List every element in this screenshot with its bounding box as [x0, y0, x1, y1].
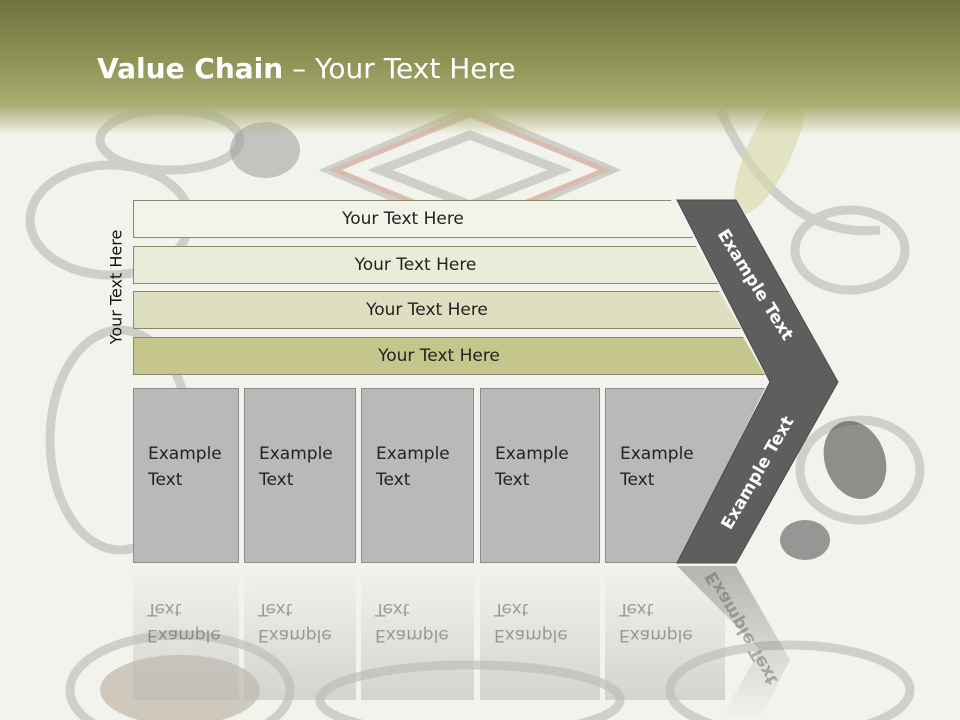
support-bar-3-label: Your Text Here: [366, 300, 488, 320]
support-bar-4[interactable]: Your Text Here: [133, 337, 765, 375]
activity-box-4[interactable]: Example Text: [480, 388, 600, 563]
activity-box-1-line1: Example: [148, 444, 222, 464]
title-rest-part: – Your Text Here: [283, 52, 516, 85]
chevron-reflection-shape: [677, 566, 790, 720]
activity-box-1[interactable]: Example Text: [133, 388, 239, 563]
activity-box-2-line1: Example: [259, 444, 333, 464]
activity-box-4-line2: Text: [495, 470, 530, 490]
activity-box-5-line2: Text: [620, 470, 655, 490]
activity-box-5-line1: Example: [620, 444, 694, 464]
support-bar-1[interactable]: Your Text Here: [133, 200, 693, 238]
activity-box-2-line2: Text: [259, 470, 294, 490]
support-bar-3[interactable]: Your Text Here: [133, 291, 741, 329]
activity-box-3-line1: Example: [376, 444, 450, 464]
support-bar-2-label: Your Text Here: [354, 255, 477, 275]
chevron-margin-shape: [676, 199, 839, 564]
support-bar-1-label: Your Text Here: [342, 209, 464, 229]
activity-box-3-line2: Text: [376, 470, 411, 490]
activity-box-4-line1: Example: [495, 444, 569, 464]
header-band: [0, 0, 960, 135]
activity-box-1-line2: Text: [148, 470, 183, 490]
slide-title: Value Chain – Your Text Here: [97, 52, 516, 85]
activity-box-2[interactable]: Example Text: [244, 388, 356, 563]
activity-box-3[interactable]: Example Text: [361, 388, 474, 563]
title-bold-part: Value Chain: [97, 52, 284, 85]
support-bar-2[interactable]: Your Text Here: [133, 246, 718, 284]
support-bar-4-label: Your Text Here: [378, 346, 500, 366]
